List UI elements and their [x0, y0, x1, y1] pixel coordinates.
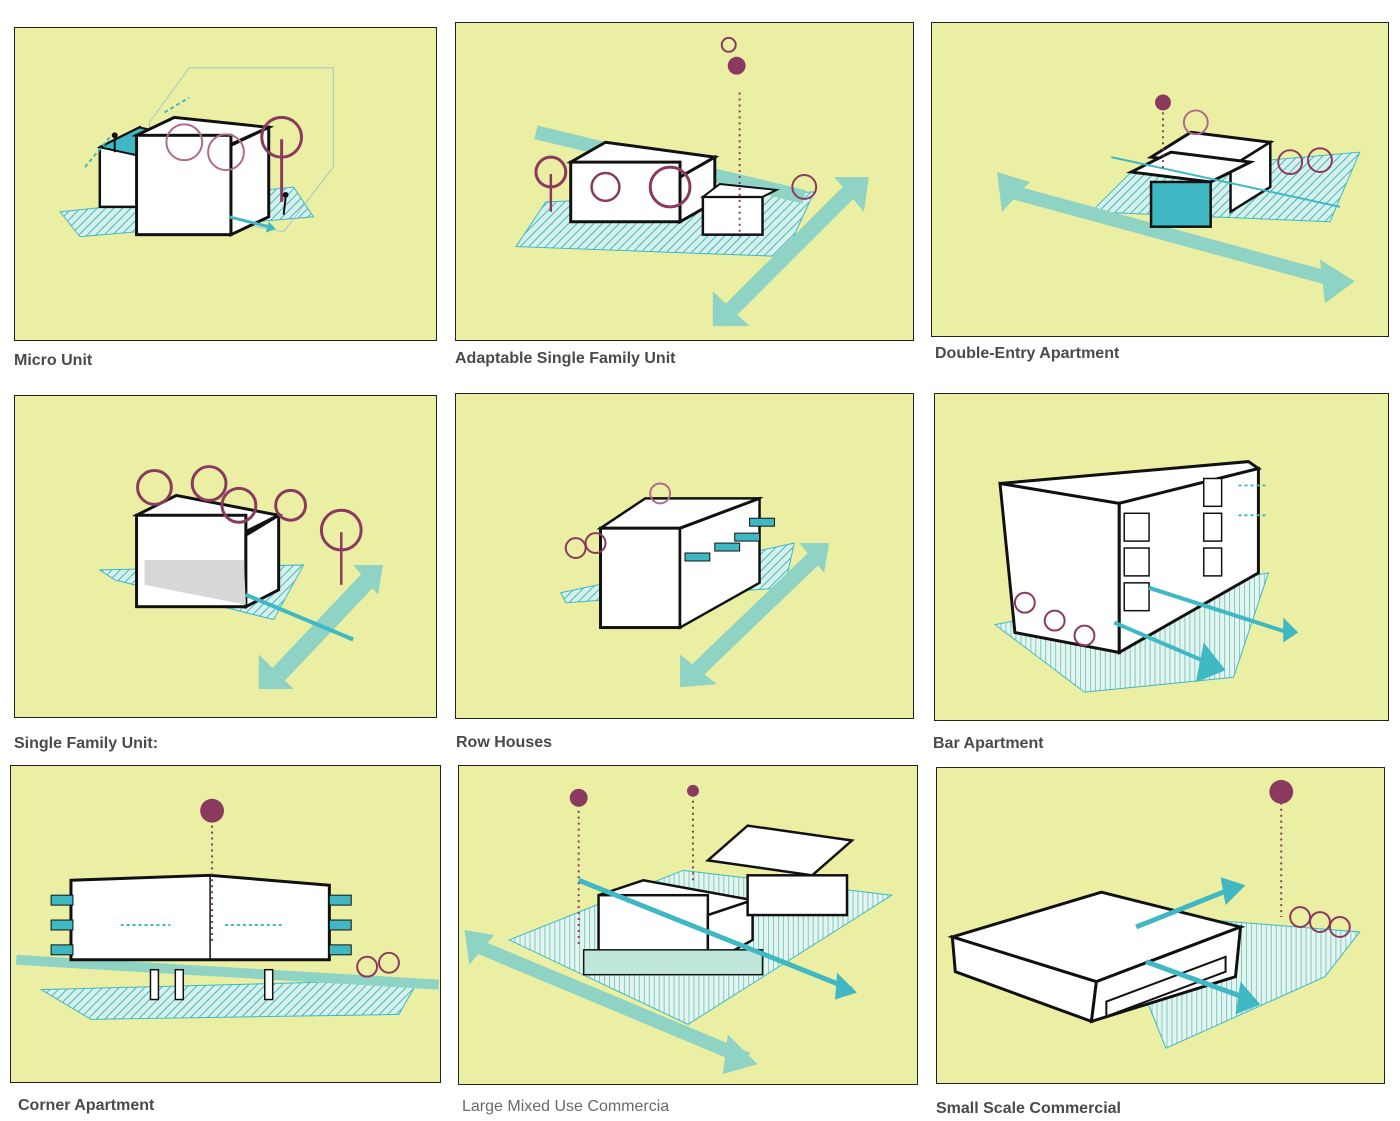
diagram-panel-corner-apartment: [10, 765, 441, 1083]
row-houses-diagram: [560, 482, 830, 688]
small-scale-commercial-diagram: [947, 779, 1361, 1049]
diagram-panel-row-houses: [455, 393, 914, 719]
bar-apartment-diagram: [993, 460, 1299, 693]
corner-apartment-diagram: [16, 798, 439, 1020]
diagram-panel-micro-unit: [14, 27, 437, 341]
single-family-unit-diagram: [98, 465, 384, 690]
large-mixed-use-diagram: [464, 784, 894, 1075]
diagram-panel-large-mixed-use-commercia: [458, 765, 918, 1085]
micro-unit-diagram: [59, 67, 334, 238]
caption-large-mixed-use-commercia: Large Mixed Use Commercia: [462, 1098, 670, 1115]
caption-small-scale-commercial: Small Scale Commercial: [936, 1100, 1121, 1117]
caption-single-family-unit: Single Family Unit:: [14, 735, 159, 752]
diagram-panel-bar-apartment: [934, 393, 1389, 721]
double-entry-apartment-diagram: [997, 94, 1361, 304]
adaptable-single-family-diagram: [515, 36, 869, 327]
caption-bar-apartment: Bar Apartment: [933, 735, 1044, 752]
caption-double-entry-apartment: Double-Entry Apartment: [935, 345, 1120, 362]
caption-micro-unit: Micro Unit: [14, 352, 93, 369]
diagram-panel-single-family-unit: [14, 395, 437, 718]
caption-corner-apartment: Corner Apartment: [18, 1097, 155, 1114]
diagram-panel-double-entry-apartment: [931, 22, 1389, 337]
caption-row-houses: Row Houses: [456, 734, 553, 751]
caption-adaptable-single-family-unit: Adaptable Single Family Unit: [455, 350, 676, 367]
diagram-panel-adaptable-single-family-unit: [455, 22, 914, 341]
diagram-panel-small-scale-commercial: [936, 767, 1385, 1084]
